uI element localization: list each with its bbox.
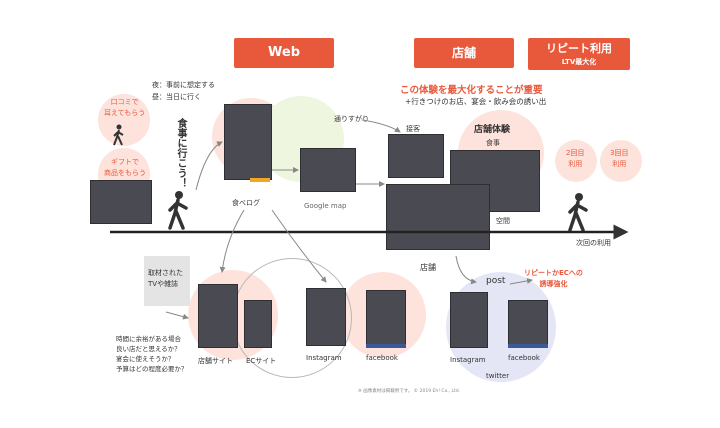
space-photo — [386, 184, 490, 250]
store-site-screenshot — [198, 284, 238, 348]
store-site-label: 店舗サイト — [198, 357, 233, 365]
footnote: ※ 画像素材は掲載例です。 © 2019 Eh! Co., Ltd. — [358, 389, 461, 394]
web-header: Web — [234, 38, 334, 68]
passing-by-label: 通りすがり — [334, 115, 369, 123]
facebook-blue-bar — [366, 344, 406, 348]
facebook2-label: facebook — [508, 354, 540, 362]
instagram-screenshot — [306, 288, 346, 346]
questions-text: 時間に余裕がある場合 良い店だと思えるか？ 宴会に使えそうか？ 予算はどの程度必… — [116, 335, 188, 373]
tabelog-orange-bar — [250, 178, 270, 182]
post-label: post — [486, 276, 506, 286]
reception-photo — [388, 134, 444, 178]
store-header: 店舗 — [414, 38, 514, 68]
tabelog-screenshot — [224, 104, 272, 180]
tabelog-label: 食べログ — [232, 199, 260, 207]
space-label: 空間 — [496, 217, 510, 225]
repeat-header-sub: LTV最大化 — [561, 58, 597, 66]
repeat-ec-label: リピートかECへの 誘導強化 — [524, 269, 583, 288]
store-label: 店舗 — [420, 263, 436, 272]
google-map-label: Google map — [304, 202, 347, 210]
instagram-label: Instagram — [306, 354, 342, 362]
gift-label: ギフトで 商品をもらう — [104, 158, 146, 177]
visit-2-label: 2回目 利用 — [566, 149, 585, 168]
next-use-label: 次回の利用 — [576, 239, 611, 247]
repeat-header: リピート利用 LTV最大化 — [528, 38, 630, 70]
visit3-circle — [600, 140, 642, 182]
ec-site-screenshot — [244, 300, 272, 348]
word-of-mouth-label: 口コミで 耳えてもらう — [104, 98, 146, 117]
meal-label: 食事 — [486, 139, 500, 147]
store-emphasis: この体験を最大化することが重要 — [400, 85, 543, 96]
google-map-screenshot — [300, 148, 356, 192]
facebook-label: facebook — [366, 354, 398, 362]
tv-magazine-box — [144, 256, 190, 306]
repeat-header-title: リピート利用 — [546, 42, 612, 55]
legend-line-2: 昼：当日に行く — [152, 93, 201, 101]
ec-site-label: ECサイト — [246, 357, 277, 365]
walking-person-small-icon — [112, 124, 126, 150]
reception-label: 接客 — [406, 125, 420, 133]
lets-go-eat-text: 食事に行こう！ — [175, 118, 186, 188]
facebook-screenshot — [366, 290, 406, 346]
instagram2-screenshot — [450, 292, 488, 348]
twitter-label: twitter — [486, 372, 510, 380]
gift-circle — [98, 94, 150, 146]
legend-line-1: 夜：事前に想定する — [152, 81, 215, 89]
visit-3-label: 3回目 利用 — [610, 149, 629, 168]
left-food-photo — [90, 180, 152, 224]
facebook2-screenshot — [508, 300, 548, 346]
visit2-circle — [555, 140, 597, 182]
facebook2-blue-bar — [508, 344, 548, 348]
instagram2-label: Instagram — [450, 356, 486, 364]
store-subtext: +行きつけのお店、宴会・飲み会の誘い出 — [405, 97, 547, 106]
store-experience-label: 店舗体験 — [474, 125, 511, 135]
tv-magazine-label: 取材された TVや雑誌 — [148, 269, 183, 288]
walking-person-right-icon — [566, 192, 590, 236]
walking-person-icon — [166, 190, 190, 234]
